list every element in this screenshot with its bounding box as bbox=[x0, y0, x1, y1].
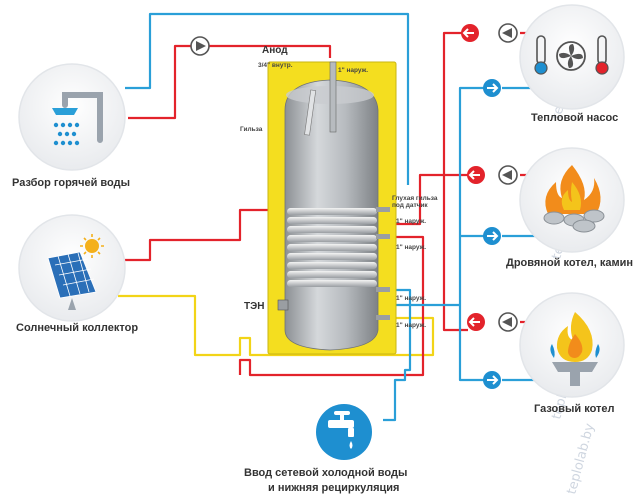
cold-flow-arrow-icon bbox=[483, 227, 501, 245]
blind-sleeve-label: Глухая гильза bbox=[392, 195, 438, 202]
solar-node bbox=[18, 214, 126, 322]
hot-water-label: Разбор горячей воды bbox=[12, 177, 130, 189]
pipe-hot-top bbox=[128, 44, 332, 120]
pump-icon bbox=[498, 23, 518, 43]
flow-arrows bbox=[461, 24, 501, 389]
sleeve bbox=[304, 89, 317, 136]
port-label: 1" наруж. bbox=[396, 322, 426, 329]
port-label: 1" наруж. bbox=[396, 295, 426, 302]
blind-sleeve-label-2: под датчик bbox=[392, 202, 428, 209]
heat-pump-label: Тепловой насос bbox=[531, 112, 618, 124]
heat-pump-node bbox=[519, 4, 625, 110]
hot-flow-arrow-icon bbox=[467, 313, 485, 331]
gas-flame-icon bbox=[550, 312, 600, 386]
sleeve-label: Гильза bbox=[240, 126, 263, 133]
pipe-tank-right-hot bbox=[388, 173, 444, 226]
solar-label: Солнечный коллектор bbox=[16, 322, 138, 334]
anode-thread-label: 3/4" внутр. bbox=[258, 62, 293, 69]
cold-input-label-2: и нижняя рециркуляция bbox=[268, 482, 399, 494]
shower-icon bbox=[62, 92, 103, 143]
pump-icon bbox=[190, 36, 210, 56]
pipe-cold-input-link bbox=[383, 395, 397, 422]
cold-input-label: Ввод сетевой холодной воды bbox=[244, 467, 407, 479]
watermark: teplolab.by bbox=[564, 422, 597, 497]
pipe-cold-input bbox=[388, 288, 412, 395]
top-port-label: 1" наруж. bbox=[338, 67, 368, 74]
pumps bbox=[190, 23, 518, 332]
pipe-hot-right-bus bbox=[442, 31, 468, 332]
hot-flow-arrow-icon bbox=[461, 24, 479, 42]
port-label: 1" наруж. bbox=[396, 218, 426, 225]
pipe-hot-lower bbox=[238, 235, 425, 377]
tank-labels: Анод 3/4" внутр. 1" наруж. Гильза Глухая… bbox=[240, 45, 438, 329]
gas-boiler-node bbox=[519, 292, 625, 398]
pipe-solar-return bbox=[118, 294, 435, 357]
port-label: 1" наруж. bbox=[396, 244, 426, 251]
fire-icon bbox=[543, 165, 605, 233]
gas-boiler-label: Газовый котел bbox=[534, 403, 615, 415]
pump-icon bbox=[498, 165, 518, 185]
solar-panel-icon bbox=[47, 251, 97, 310]
heat-pump-icon bbox=[534, 35, 609, 75]
anode-label: Анод bbox=[262, 45, 288, 56]
wood-boiler-label: Дровяной котел, камин bbox=[506, 257, 633, 269]
sun-icon bbox=[80, 234, 104, 258]
pipe-hot-solar bbox=[118, 208, 388, 262]
anode-rod bbox=[329, 61, 337, 133]
storage-tank bbox=[267, 61, 397, 355]
cold-input-node bbox=[316, 404, 372, 460]
hot-water-node bbox=[18, 63, 126, 171]
pipe-cold-top bbox=[125, 12, 410, 185]
pipe-cold-right-bus bbox=[458, 86, 488, 382]
cold-flow-arrow-icon bbox=[483, 79, 501, 97]
heater-port bbox=[277, 299, 289, 311]
pump-icon bbox=[498, 312, 518, 332]
wood-boiler-node bbox=[519, 147, 625, 253]
tap-icon bbox=[328, 411, 354, 449]
heat-exchanger-coil bbox=[287, 208, 377, 287]
hot-flow-arrow-icon bbox=[467, 166, 485, 184]
heater-label: ТЭН bbox=[244, 301, 264, 312]
cold-flow-arrow-icon bbox=[483, 371, 501, 389]
